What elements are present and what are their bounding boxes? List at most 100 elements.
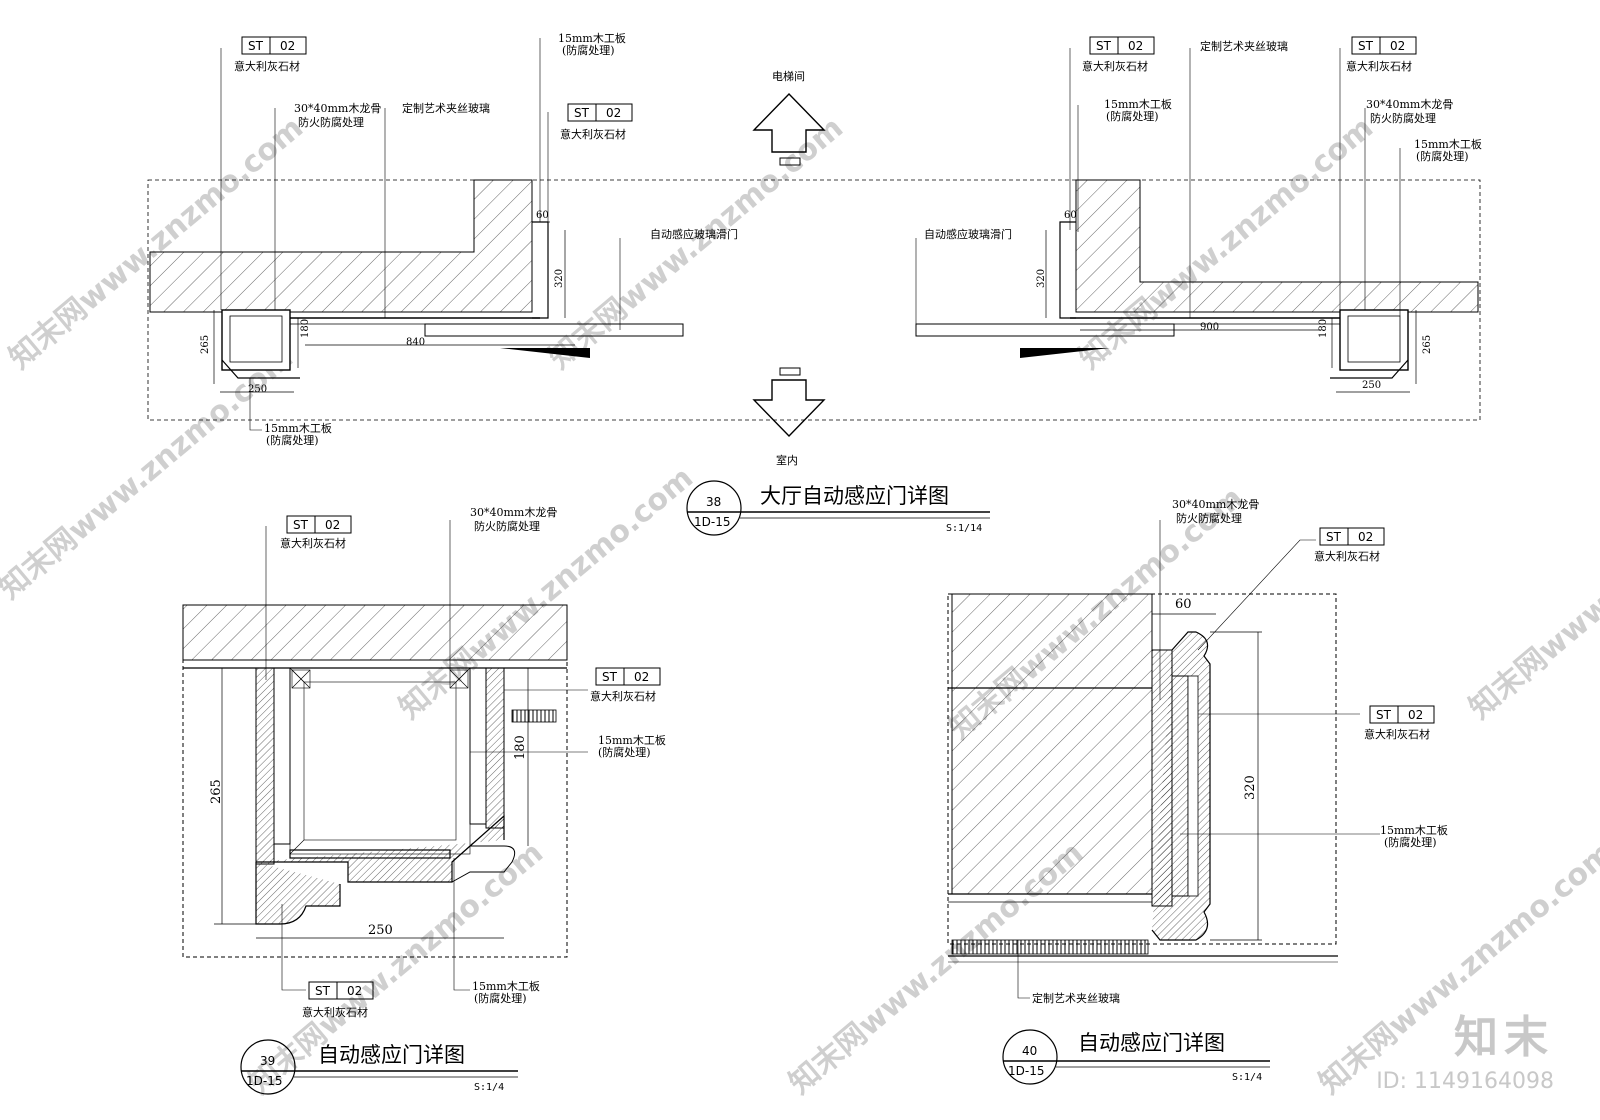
label-board: 15mm木工板 <box>472 979 540 993</box>
detail-39 <box>182 520 588 991</box>
brand-id: ID: 1149164098 <box>1376 1069 1554 1094</box>
tag-code: ST <box>1376 708 1392 722</box>
tag-code: ST <box>1358 39 1374 53</box>
plan-38 <box>147 38 1481 438</box>
watermark: 知末网www.znzmo.com <box>1463 460 1600 726</box>
watermark: 知末网www.znzmo.com <box>393 460 700 726</box>
dim-840: 840 <box>406 337 425 348</box>
detail-title: 自动感应门详图 <box>318 1043 465 1067</box>
label-stone: 意大利灰石材 <box>560 127 626 141</box>
label-board: 15mm木工板 <box>558 31 626 45</box>
tag-number: 02 <box>634 670 649 684</box>
detail-scale: S:1/4 <box>1232 1072 1262 1083</box>
detail-number: 40 <box>1022 1044 1037 1058</box>
label-glass: 定制艺术夹丝玻璃 <box>1200 39 1288 53</box>
label-sliding-door: 自动感应玻璃滑门 <box>650 227 738 241</box>
tag-number: 02 <box>1128 39 1143 53</box>
label-board: 15mm木工板 <box>1104 97 1172 111</box>
dim-265: 265 <box>209 779 224 804</box>
detail-number: 39 <box>260 1054 275 1068</box>
label-stone: 意大利灰石材 <box>1082 59 1148 73</box>
label-board: 15mm木工板 <box>264 421 332 435</box>
detail-sheet: 1D-15 <box>246 1074 282 1088</box>
brand-logo: 知末 <box>1454 1012 1554 1063</box>
detail-title: 大厅自动感应门详图 <box>760 484 949 508</box>
tag-number: 02 <box>1408 708 1423 722</box>
tag-number: 02 <box>347 984 362 998</box>
label-board: 15mm木工板 <box>598 733 666 747</box>
label-elevator: 电梯间 <box>772 70 805 83</box>
label-board-treatment: (防腐处理) <box>1384 835 1437 849</box>
label-stone: 意大利灰石材 <box>1346 59 1412 73</box>
title-block-38: 38 1D-15 大厅自动感应门详图 S:1/14 <box>686 480 990 536</box>
title-block-40: 40 1D-15 自动感应门详图 S:1/4 <box>1002 1029 1270 1085</box>
label-keel-treatment: 防火防腐处理 <box>298 115 364 129</box>
tag-number: 02 <box>280 39 295 53</box>
dim-180: 180 <box>300 319 311 338</box>
material-tag-st02: ST 02 <box>308 981 374 1000</box>
material-tag-st02: ST 02 <box>286 515 352 534</box>
dim-265: 265 <box>200 335 211 354</box>
dim-250: 250 <box>1362 380 1381 391</box>
tag-code: ST <box>248 39 264 53</box>
material-tag-st02: ST 02 <box>1319 527 1385 546</box>
dim-320: 320 <box>1243 775 1258 800</box>
detail-scale: S:1/14 <box>946 523 982 534</box>
detail-number: 38 <box>706 495 721 509</box>
dim-60: 60 <box>536 210 549 221</box>
label-stone: 意大利灰石材 <box>302 1005 368 1019</box>
tag-number: 02 <box>325 518 340 532</box>
plan-38-labels: ST 02 意大利灰石材 30*40mm木龙骨 防火防腐处理 定制艺术夹丝玻璃 … <box>200 31 1482 536</box>
label-stone: 意大利灰石材 <box>1364 727 1430 741</box>
tag-code: ST <box>602 670 618 684</box>
detail-sheet: 1D-15 <box>1008 1064 1044 1078</box>
tag-number: 02 <box>1390 39 1405 53</box>
label-indoor: 室内 <box>776 453 798 467</box>
label-stone: 意大利灰石材 <box>590 689 656 703</box>
tag-number: 02 <box>606 106 621 120</box>
label-board-treatment: (防腐处理) <box>562 43 615 57</box>
tag-code: ST <box>574 106 590 120</box>
dim-900: 900 <box>1200 322 1219 333</box>
label-board-treatment: (防腐处理) <box>1416 149 1469 163</box>
material-tag-st02: ST 02 <box>595 667 661 686</box>
label-board-treatment: (防腐处理) <box>1106 109 1159 123</box>
detail-scale: S:1/4 <box>474 1082 504 1093</box>
label-board: 15mm木工板 <box>1380 823 1448 837</box>
label-stone: 意大利灰石材 <box>280 536 346 550</box>
dim-320: 320 <box>1036 269 1047 288</box>
dim-180: 180 <box>1318 319 1329 338</box>
material-tag-st02: ST 02 <box>241 36 307 55</box>
label-keel-treatment: 防火防腐处理 <box>1176 511 1242 525</box>
label-board-treatment: (防腐处理) <box>266 433 319 447</box>
label-stone: 意大利灰石材 <box>234 59 300 73</box>
material-tag-st02: ST 02 <box>1089 36 1155 55</box>
label-keel: 30*40mm木龙骨 <box>1366 98 1453 111</box>
label-board-treatment: (防腐处理) <box>598 745 651 759</box>
label-glass: 定制艺术夹丝玻璃 <box>1032 991 1120 1005</box>
material-tag-st02: ST 02 <box>567 103 633 122</box>
dim-60: 60 <box>1175 597 1192 612</box>
tag-code: ST <box>1326 530 1342 544</box>
tag-number: 02 <box>1358 530 1373 544</box>
dim-320: 320 <box>554 269 565 288</box>
brand-block: 知末 ID: 1149164098 <box>1376 1001 1554 1094</box>
label-keel-treatment: 防火防腐处理 <box>474 519 540 533</box>
detail-title: 自动感应门详图 <box>1078 1031 1225 1055</box>
label-sliding-door: 自动感应玻璃滑门 <box>924 227 1012 241</box>
detail-sheet: 1D-15 <box>694 515 730 529</box>
dim-250: 250 <box>368 923 393 938</box>
dim-265: 265 <box>1422 335 1433 354</box>
tag-code: ST <box>1096 39 1112 53</box>
label-glass: 定制艺术夹丝玻璃 <box>402 101 490 115</box>
tag-code: ST <box>315 984 331 998</box>
title-block-39: 39 1D-15 自动感应门详图 S:1/4 <box>240 1039 518 1095</box>
dim-60: 60 <box>1064 210 1077 221</box>
tag-code: ST <box>293 518 309 532</box>
dim-250: 250 <box>248 384 267 395</box>
detail-40 <box>947 520 1380 999</box>
label-stone: 意大利灰石材 <box>1314 549 1380 563</box>
detail-39-labels: ST 02 意大利灰石材 30*40mm木龙骨 防火防腐处理 ST 02 意大利… <box>209 506 666 1095</box>
label-keel-treatment: 防火防腐处理 <box>1370 111 1436 125</box>
